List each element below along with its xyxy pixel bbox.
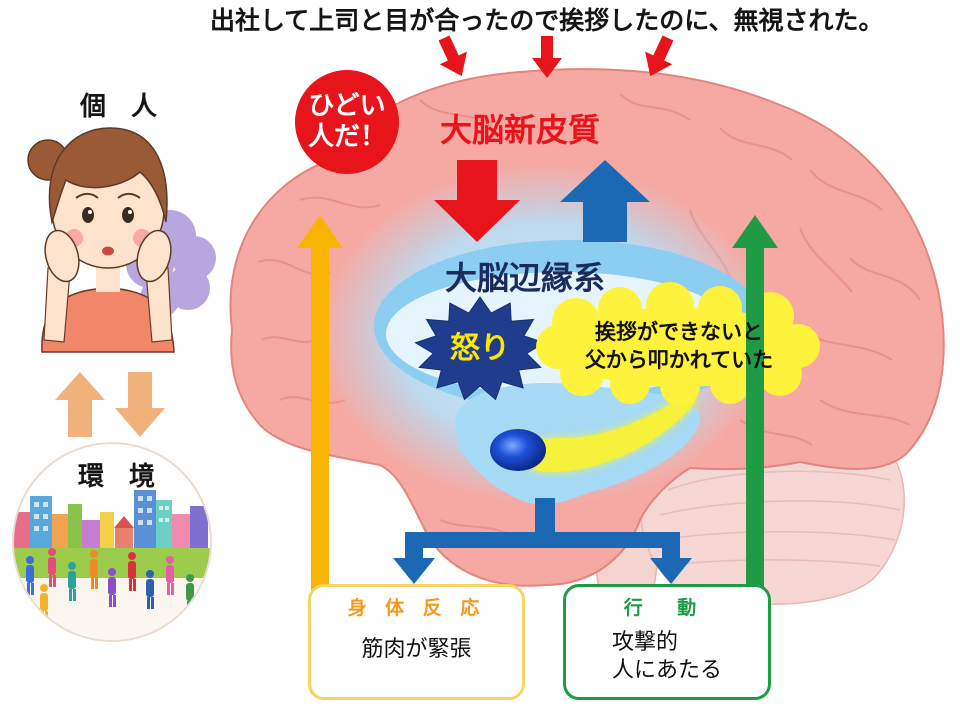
cortex-label: 大脳新皮質: [440, 111, 601, 149]
individual-person-illustration: [27, 127, 175, 353]
input-arrow-center: [532, 36, 562, 78]
behavior-line-2: 人にあたる: [612, 658, 723, 683]
person-eyebrows: [75, 192, 141, 199]
thought-text: ひどい 人だ！: [295, 70, 399, 174]
body-response-feedback-arrow: [297, 215, 343, 600]
person-right-eye: [122, 207, 134, 223]
memory-text: 挨拶ができないと 父から叩かれていた: [548, 318, 810, 374]
individual-label: 個 人: [80, 92, 166, 122]
output-branch-arrow: [393, 498, 692, 584]
thought-line-2: 人だ！: [307, 122, 386, 152]
cortex-to-limbic-arrow: [434, 160, 520, 242]
input-arrow-left: [438, 35, 467, 77]
person-hair: [48, 127, 168, 225]
behavior-box: 行 動 攻撃的 人にあたる: [563, 584, 771, 700]
scenario-text: 出社して上司と目が合ったので挨拶したのに、無視された。: [210, 6, 884, 35]
thought-bubble: [295, 70, 399, 174]
anger-starburst: [414, 296, 546, 401]
person-left-hand: [44, 229, 80, 283]
memory-line-2: 父から叩かれていた: [584, 348, 774, 372]
body-response-title: 身 体 反 応: [347, 597, 486, 619]
down-arrow-environment: [115, 372, 165, 437]
memory-cloud: [536, 282, 820, 406]
behavior-text: 攻撃的 人にあたる: [612, 629, 722, 685]
limbic-to-cortex-arrow: [560, 160, 650, 242]
behavior-line-1: 攻撃的: [612, 630, 679, 655]
thought-line-1: ひどい: [308, 90, 386, 121]
person-left-eye: [82, 207, 94, 223]
emotion-label: 怒り: [450, 331, 510, 366]
behavior-title: 行 動: [623, 597, 711, 619]
cortex-gyri: [257, 93, 921, 543]
environment-label: 環 境: [78, 462, 164, 492]
hippocampus: [521, 394, 696, 472]
limbic-label: 大脳辺縁系: [445, 259, 606, 297]
body-response-box: 身 体 反 応 筋肉が緊張: [308, 584, 525, 700]
behavior-feedback-arrow: [732, 215, 778, 595]
amygdala: [490, 429, 546, 471]
person-mouth: [102, 246, 114, 256]
person-right-hand: [136, 229, 172, 283]
body-response-text: 筋肉が緊張: [361, 637, 472, 662]
up-arrow-individual: [55, 372, 105, 437]
input-arrow-right: [645, 35, 674, 77]
memory-line-1: 挨拶ができないと: [595, 320, 763, 344]
